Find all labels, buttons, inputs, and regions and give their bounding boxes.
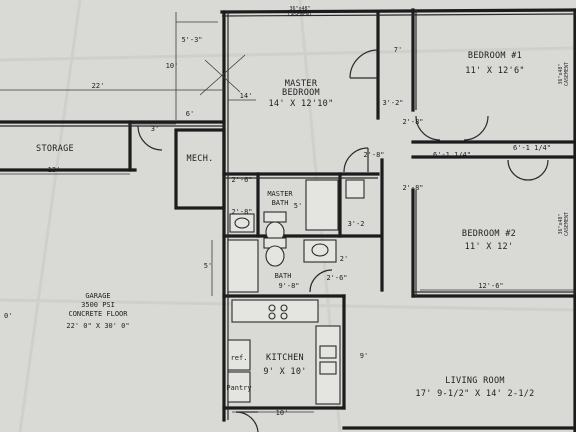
dim-14: 14': [240, 92, 253, 100]
pantry-space: [227, 371, 251, 403]
bedroom1-size: 11' X 12'6": [465, 66, 525, 76]
dim-10a: 10': [166, 62, 179, 70]
dim-2-6a: 2'-6": [231, 176, 252, 184]
dim-3a: 3': [151, 125, 159, 133]
dim-7: 7': [394, 46, 402, 54]
bath-tub: [227, 239, 259, 293]
dim-10b: 10': [276, 409, 289, 417]
kitchen-size: 9' X 10': [263, 367, 306, 377]
door-bed1: [415, 115, 441, 141]
casement-note-bed2: 36"x48"CASEMENT: [558, 212, 570, 236]
dim-3-2b: 3'-2: [348, 220, 365, 228]
bedroom2-label: BEDROOM #2: [462, 229, 516, 239]
dim-6-1-4a: 6'-1 1/4": [433, 151, 471, 159]
dim-13: 13': [48, 166, 61, 174]
dim-2-8a: 2'-8": [402, 118, 423, 126]
door-master-entry: [343, 147, 369, 173]
storage-label: STORAGE: [36, 144, 74, 154]
dim-2-8c: 2'-8": [402, 184, 423, 192]
bath-label: BATH: [275, 272, 292, 280]
garage-size: 22' 0" X 30' 0": [66, 322, 129, 330]
dim-12-6: 12'-6": [478, 282, 503, 290]
svg-text:36"x48"CASEMENT: 36"x48"CASEMENT: [558, 212, 570, 236]
dim-3-2a: 3'-2": [382, 99, 403, 107]
dim-5b: 5': [204, 262, 212, 270]
living-room-label: LIVING ROOM: [445, 376, 505, 386]
wall-top: [220, 8, 576, 14]
pantry-label: Pantry: [226, 384, 251, 392]
master-bedroom-size: 14' X 12'10": [268, 99, 333, 109]
door-master-closet: [349, 49, 379, 79]
master-tub: [305, 179, 339, 231]
dim-5a: 5': [294, 202, 302, 210]
master-sink: [234, 217, 250, 229]
bath-toilet: [265, 245, 285, 267]
casement-note-top: 36"x48"CASEMENT: [288, 6, 312, 18]
kitchen-label: KITCHEN: [266, 353, 304, 363]
bedroom2-size: 11' X 12': [465, 242, 514, 252]
dim-2-8d: 2'-8": [231, 208, 252, 216]
dim-2-8b: 2'-8": [363, 151, 384, 159]
dim-6: 6': [186, 110, 194, 118]
mech-label: MECH.: [186, 154, 213, 164]
kitchen-counter-top: [231, 299, 319, 323]
dim-5-3: 5'-3": [181, 36, 202, 44]
dim-2-6b: 2'-6": [326, 274, 347, 282]
dim-0: 0': [4, 312, 12, 320]
ref-label: ref.: [231, 354, 248, 362]
dim-6-1-4b: 6'-1 1/4": [513, 144, 551, 152]
dim-22: 22': [92, 82, 105, 90]
dim-2: 2': [340, 255, 348, 263]
dim-9: 9': [360, 352, 368, 360]
door-garage: [137, 125, 163, 151]
ref-space: [227, 339, 251, 371]
door-bath: [309, 269, 333, 293]
door-bed2-closet: [507, 159, 529, 181]
living-room-size: 17' 9-1/2" X 14' 2-1/2: [415, 389, 534, 399]
bedroom1-label: BEDROOM #1: [468, 51, 522, 61]
bath-size: 9'-8": [278, 282, 299, 290]
svg-text:36"x48"CASEMENT: 36"x48"CASEMENT: [558, 62, 570, 86]
master-toilet-tank: [263, 211, 287, 223]
mech-room: [174, 128, 226, 210]
kitchen-sink: [319, 361, 337, 375]
casement-note-bed1: 36"x48"CASEMENT: [558, 62, 570, 86]
bath-sink: [311, 243, 329, 257]
